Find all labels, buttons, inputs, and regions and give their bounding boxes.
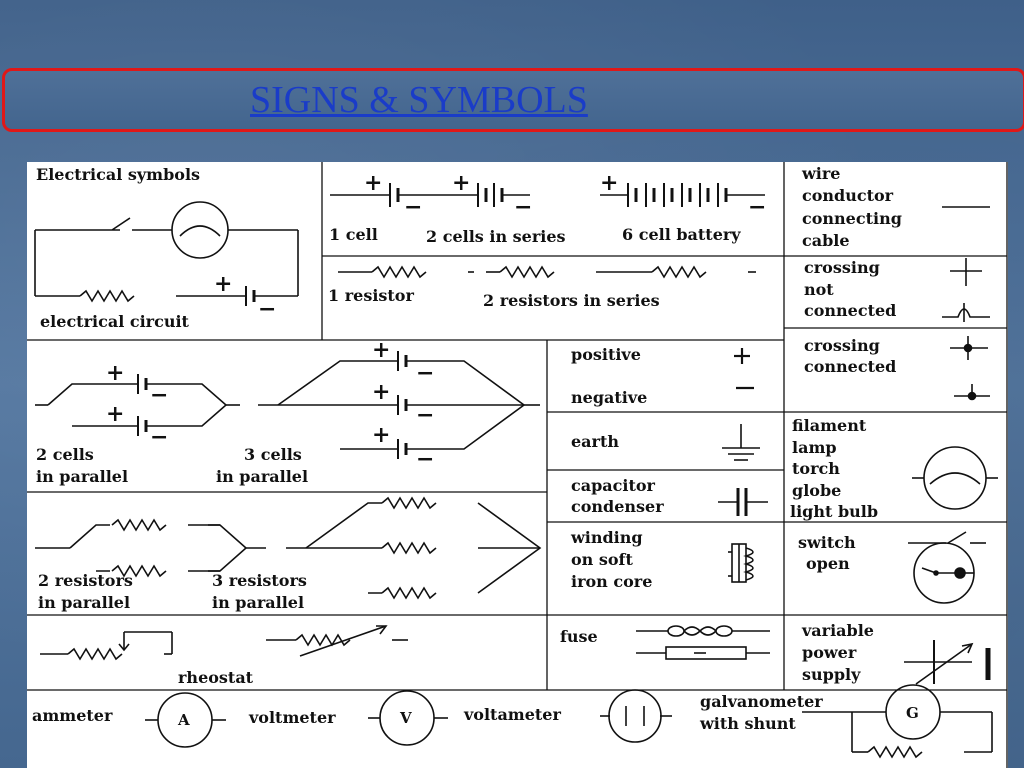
label-earth: earth [571,432,619,451]
cells-parallel-symbols [35,351,540,459]
label-cable: cable [802,231,850,250]
fuse-symbol [636,625,770,660]
label-positive: positive [571,345,641,364]
label-three-res-par-1: 3 resistors [212,571,307,590]
variable-supply-symbol [904,640,991,685]
label-two-cells-series: 2 cells in series [426,227,566,246]
label-three-cells-par-1: 3 cells [244,445,302,464]
label-light-bulb: light bulb [790,502,879,521]
label-lamp: lamp [792,438,837,457]
label-connecting: connecting [802,209,902,228]
label-voltameter: voltameter [464,705,561,724]
circuit-plus-sign: + [214,271,233,297]
label-two-cells-par-2: in parallel [36,467,129,486]
par2-plus-sign-2: + [106,401,125,427]
label-winding-2: on soft [571,550,633,569]
galvanometer-letter: G [906,704,919,722]
label-one-cell: 1 cell [329,225,378,244]
capacitor-symbol [718,488,768,516]
par3-minus-sign-1: − [416,360,435,386]
label-torch: torch [792,459,840,478]
label-crossing-not-3: connected [804,301,897,320]
label-two-res-par-2: in parallel [38,593,131,612]
earth-symbol [722,424,760,461]
series-minus-sign: − [514,194,533,220]
label-three-res-par-2: in parallel [212,593,305,612]
label-crossing-not-2: not [804,280,834,299]
rheostat-symbols [40,625,408,660]
ammeter-letter: A [178,711,190,729]
label-galvanometer-2: with shunt [700,714,796,733]
label-two-res-par-1: 2 resistors [38,571,133,590]
cell-minus-sign: − [404,194,423,220]
label-filament: filament [792,416,867,435]
label-two-resistors-series: 2 resistors in series [483,291,660,310]
label-two-cells-par-1: 2 cells [36,445,94,464]
label-fuse: fuse [560,627,598,646]
voltmeter-letter: V [400,709,412,727]
label-capacitor: capacitor [571,476,655,495]
grid-lines [27,162,1008,768]
resistors-parallel-symbols [35,497,542,599]
label-power: power [802,643,857,662]
label-three-cells-par-2: in parallel [216,467,309,486]
label-wire: wire [802,164,841,183]
switch-symbol [908,531,986,604]
label-globe: globe [792,481,842,500]
par3-plus-sign-3: + [372,422,391,448]
positive-negative-symbols [734,348,754,390]
symbols-panel [27,162,1008,768]
lamp-symbol [912,446,998,510]
label-electrical-circuit: electrical circuit [40,312,189,331]
slide-title: SIGNS & SYMBOLS [250,79,588,121]
cells-symbols [330,183,765,207]
par2-minus-sign-1: − [150,382,169,408]
label-galvanometer-1: galvanometer [700,692,823,711]
par3-minus-sign-3: − [416,446,435,472]
title-bar [2,68,1024,132]
series-plus-sign: + [452,170,471,196]
label-voltmeter: voltmeter [249,708,336,727]
circuit-minus-sign: − [258,296,277,322]
label-electrical-symbols: Electrical symbols [36,165,201,184]
cell-plus-sign: + [364,170,383,196]
label-switch: switch [798,533,856,552]
par3-plus-sign-1: + [372,337,391,363]
par2-minus-sign-2: − [150,424,169,450]
label-winding-1: winding [571,528,643,547]
label-crossing-not-1: crossing [804,258,880,277]
par3-plus-sign-2: + [372,379,391,405]
winding-symbol [728,543,754,583]
label-rheostat: rheostat [178,668,254,687]
label-variable: variable [802,621,874,640]
label-open: open [806,554,850,573]
battery-plus-sign: + [600,170,619,196]
battery-minus-sign: − [748,194,767,220]
label-supply: supply [802,665,861,684]
resistor-symbols [338,266,756,278]
label-conductor: conductor [802,186,894,205]
label-ammeter: ammeter [32,706,113,725]
label-negative: negative [571,388,648,407]
label-crossing-connected-2: connected [804,357,897,376]
meter-symbols [145,684,993,758]
label-winding-3: iron core [571,572,653,591]
label-crossing-connected-1: crossing [804,336,880,355]
par2-plus-sign-1: + [106,360,125,386]
circuit-symbol [34,201,299,306]
crossing-not-connected-symbol [942,258,990,322]
label-six-cell-battery: 6 cell battery [622,225,741,244]
label-condenser: condenser [571,497,664,516]
par3-minus-sign-2: − [416,402,435,428]
crossing-connected-symbol [950,336,990,401]
label-one-resistor: 1 resistor [328,286,414,305]
